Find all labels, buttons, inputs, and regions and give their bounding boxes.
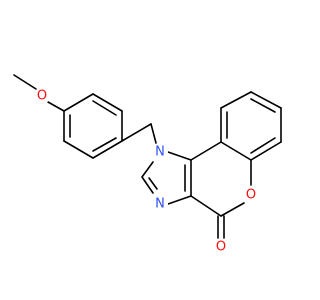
- atom-o-carbonyl: O: [213, 239, 229, 255]
- bond-oring-c4: [220, 202, 245, 217]
- bond-ch2-n1: [150, 123, 157, 144]
- atom-n3: N: [152, 196, 168, 212]
- bond-c4-c3a: [190, 195, 222, 217]
- bond-ar-3: [92, 140, 123, 159]
- bond-c2-n3-inner: [148, 177, 158, 190]
- bond-c9b-c9a: [190, 141, 222, 161]
- atom-o-ring: O: [243, 187, 259, 203]
- bond-ar-2: [63, 140, 94, 159]
- chemical-structure: O N N O O: [13, 74, 282, 255]
- bond-n3-c3a: [167, 195, 192, 205]
- bond-bz-2: [220, 91, 252, 109]
- bond-bz-3: [250, 91, 282, 109]
- bond-bz-5-inner: [250, 137, 276, 154]
- bond-bz-5: [250, 141, 282, 161]
- bond-ar-3-inner: [92, 137, 117, 152]
- bond-aryl-ch2: [121, 123, 152, 142]
- bond-ar-6: [63, 93, 94, 112]
- bond-o-aryl: [47, 101, 65, 112]
- atom-label: O: [37, 89, 47, 104]
- bond-n1-c9b: [167, 151, 192, 161]
- atom-labels: O N N O O: [34, 88, 259, 255]
- atom-label: N: [155, 197, 165, 212]
- bonds: [13, 74, 282, 239]
- bond-bz-3-inner: [250, 98, 276, 113]
- atom-o-methoxy: O: [34, 88, 50, 104]
- bond-n1-c2: [141, 161, 154, 178]
- atom-label: O: [216, 240, 226, 255]
- bond-methyl-o: [13, 74, 37, 90]
- atom-label: N: [155, 145, 165, 160]
- bond-c2-n3: [141, 176, 154, 194]
- atom-n1: N: [152, 144, 168, 160]
- bond-ar-5: [92, 93, 123, 112]
- atom-label: O: [246, 188, 256, 203]
- bond-ar-5-inner: [92, 100, 117, 116]
- bond-c9a-c5a: [220, 141, 252, 161]
